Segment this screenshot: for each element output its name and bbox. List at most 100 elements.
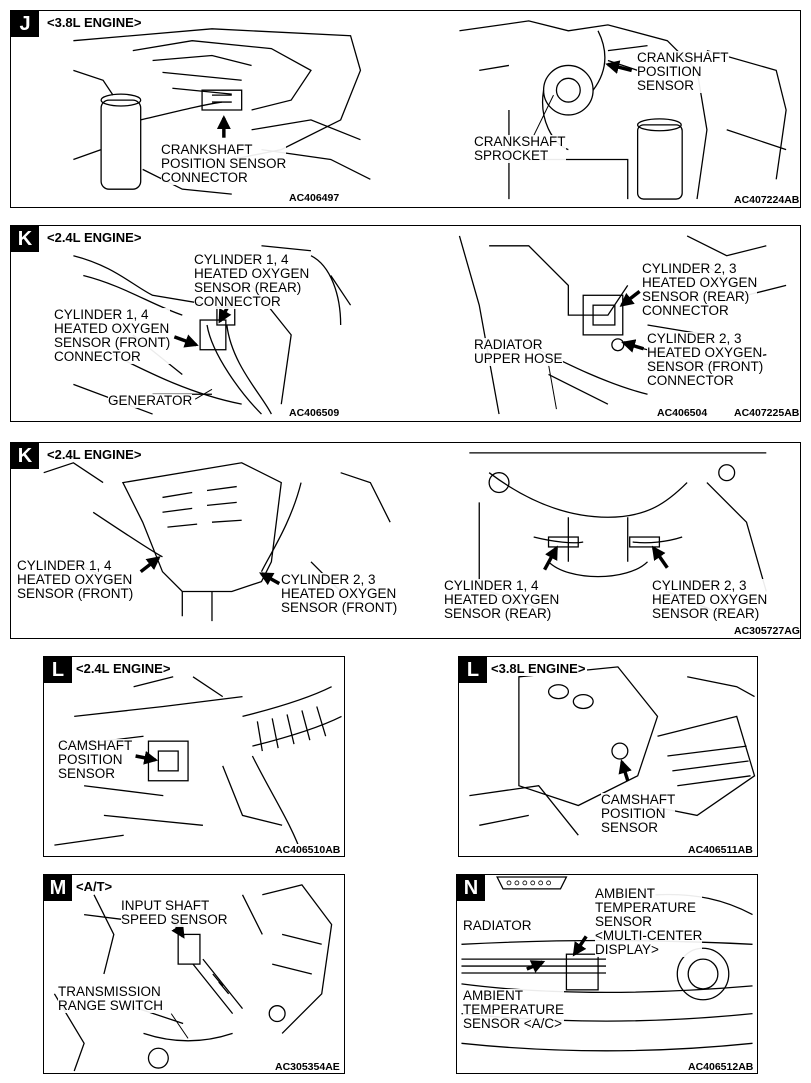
callout-line: HEATED OXYGEN <box>444 592 560 607</box>
engine-label: <3.8L ENGINE> <box>489 661 588 676</box>
engine-label: <3.8L ENGINE> <box>45 15 144 30</box>
panel-n-ambient-sensor: N AMBIENT TEMPERATURE SENSOR <MULTI-CENT… <box>456 874 758 1074</box>
engine-label: <2.4L ENGINE> <box>45 230 144 245</box>
panel-letter: M <box>44 875 72 901</box>
callout-line: POSITION <box>58 752 123 767</box>
panel-letter: N <box>457 875 485 901</box>
callout-line: RANGE SWITCH <box>58 998 164 1013</box>
callout-line: SENSOR (FRONT) <box>281 600 398 615</box>
callout-line: HEATED OXYGEN <box>54 321 170 336</box>
callout-cyl14-front-connector: CYLINDER 1, 4 HEATED OXYGEN SENSOR (FRON… <box>54 307 171 364</box>
callout-line: SENSOR (FRONT) <box>54 335 171 350</box>
callout-line: POSITION SENSOR <box>161 156 287 171</box>
callout-camshaft-sensor: CAMSHAFT POSITION SENSOR <box>601 792 676 835</box>
callout-line: POSITION <box>601 806 666 821</box>
engine-label: <A/T> <box>74 879 115 894</box>
callout-line: TEMPERATURE <box>595 900 697 915</box>
callout-camshaft-sensor: CAMSHAFT POSITION SENSOR <box>58 738 133 781</box>
callout-line: RADIATOR <box>474 337 543 352</box>
panel-k-oxygen-sensors: K <2.4L ENGINE> CYLINDER 1, 4 HEATED OXY… <box>10 442 801 639</box>
callout-cyl23-rear-connector: CYLINDER 2, 3 HEATED OXYGEN SENSOR (REAR… <box>642 261 758 318</box>
callout-line: HEATED OXYGEN <box>642 275 758 290</box>
callout-crankshaft-sensor-connector: CRANKSHAFT POSITION SENSOR CONNECTOR <box>161 142 287 185</box>
callout-line: AMBIENT <box>595 886 656 901</box>
callout-line: CYLINDER 2, 3 <box>652 578 747 593</box>
callout-line: CONNECTOR <box>642 303 729 318</box>
callout-line: SENSOR <A/C> <box>463 1016 563 1031</box>
callout-line: CYLINDER 1, 4 <box>17 558 112 573</box>
callout-transmission-range-switch: TRANSMISSION RANGE SWITCH <box>58 984 164 1013</box>
callout-line: SPROCKET <box>474 148 549 163</box>
panel-m-transmission: M <A/T> INPUT SHAFT SPEED SENSOR TRANSMI… <box>43 874 345 1074</box>
callout-line: CRANKSHAFT <box>161 142 253 157</box>
figure-code: AC406504 <box>656 407 709 419</box>
callout-line: CRANKSHAFT <box>637 50 729 65</box>
callout-line: CYLINDER 2, 3 <box>647 331 742 346</box>
callout-line: CYLINDER 1, 4 <box>444 578 539 593</box>
callout-line: HEATED OXYGEN <box>647 345 763 360</box>
figure-code: AC406512AB <box>687 1061 755 1073</box>
callout-line: CONNECTOR <box>161 170 248 185</box>
callout-line: CONNECTOR <box>647 373 734 388</box>
figure-code: AC406511AB <box>687 844 754 856</box>
figure-code: AC406509 <box>288 407 341 419</box>
callout-radiator-upper-hose: RADIATOR UPPER HOSE <box>474 338 563 366</box>
callout-line: CYLINDER 1, 4 <box>194 252 289 267</box>
panel-l-camshaft-3-8l: L <3.8L ENGINE> CAMSHAFT POSITION SENSOR… <box>458 656 758 857</box>
callout-line: CAMSHAFT <box>58 738 133 753</box>
engine-label: <2.4L ENGINE> <box>45 447 144 462</box>
callout-line: CYLINDER 1, 4 <box>54 307 149 322</box>
callout-line: GENERATOR <box>108 393 193 408</box>
callout-crankshaft-position-sensor: CRANKSHAFT POSITION SENSOR <box>637 51 729 93</box>
callout-line: HEATED OXYGEN <box>17 572 133 587</box>
callout-cyl14-front-sensor: CYLINDER 1, 4 HEATED OXYGEN SENSOR (FRON… <box>17 558 134 601</box>
callout-cyl14-rear-connector: CYLINDER 1, 4 HEATED OXYGEN SENSOR (REAR… <box>194 252 310 309</box>
engine-illustration <box>469 666 756 836</box>
callout-line: HEATED OXYGEN <box>281 586 397 601</box>
callout-line: CRANKSHAFT <box>474 134 566 149</box>
callout-cyl23-front-sensor: CYLINDER 2, 3 HEATED OXYGEN SENSOR (FRON… <box>281 572 398 615</box>
panel-k-oxygen-sensor-connectors: K <2.4L ENGINE> CYLINDER 1, 4 HEATED OXY… <box>10 225 801 422</box>
callout-line: POSITION <box>637 64 702 79</box>
callout-line: RADIATOR <box>463 918 532 933</box>
exhaust-illustration <box>43 452 767 622</box>
callout-line: SENSOR <box>58 766 116 781</box>
callout-line: <MULTI-CENTER <box>595 928 703 943</box>
panel-letter: K <box>11 226 39 252</box>
callout-line: SENSOR (REAR) <box>194 280 302 295</box>
panel-letter: K <box>11 443 39 469</box>
callout-input-shaft-speed-sensor: INPUT SHAFT SPEED SENSOR <box>121 899 228 927</box>
panel-letter: L <box>459 657 487 683</box>
figure-code: AC305727AG <box>733 625 800 637</box>
callout-line: SENSOR (REAR) <box>652 606 760 621</box>
engine-illustration <box>73 20 787 200</box>
callout-ambient-sensor-mcd: AMBIENT TEMPERATURE SENSOR <MULTI-CENTER… <box>595 886 703 957</box>
callout-line: SENSOR (REAR) <box>642 289 750 304</box>
callout-line: CAMSHAFT <box>601 792 676 807</box>
callout-line: CONNECTOR <box>194 294 281 309</box>
callout-line: CYLINDER 2, 3 <box>642 261 737 276</box>
callout-line: SENSOR (REAR) <box>444 606 552 621</box>
callout-cyl23-front-connector: CYLINDER 2, 3 HEATED OXYGEN SENSOR (FRON… <box>647 331 764 388</box>
figure-code: AC407224AB <box>733 194 800 206</box>
callout-line: SPEED SENSOR <box>121 912 228 927</box>
callout-ambient-sensor-ac: AMBIENT TEMPERATURE SENSOR <A/C> <box>463 989 565 1031</box>
callout-line: CYLINDER 2, 3 <box>281 572 376 587</box>
callout-radiator: RADIATOR <box>463 919 532 933</box>
callout-line: INPUT SHAFT <box>121 898 210 913</box>
panel-letter: J <box>11 11 39 37</box>
bumper-illustration <box>461 876 753 1052</box>
figure-code: AC407225AB <box>733 407 800 419</box>
callout-crankshaft-sprocket: CRANKSHAFT SPROCKET <box>474 135 566 163</box>
callout-line: CONNECTOR <box>54 349 141 364</box>
panel-j-crankshaft-sensor: J <3.8L ENGINE> CRANKSHAFT POSITION SENS… <box>10 10 801 208</box>
callout-cyl14-rear-sensor: CYLINDER 1, 4 HEATED OXYGEN SENSOR (REAR… <box>444 578 560 621</box>
callout-line: SENSOR <box>601 820 659 835</box>
callout-generator: GENERATOR <box>108 393 193 408</box>
callout-line: UPPER HOSE <box>474 351 563 366</box>
callout-line: DISPLAY> <box>595 942 659 957</box>
figure-code: AC305354AE <box>274 1061 341 1073</box>
callout-line: SENSOR (FRONT) <box>17 586 134 601</box>
callout-line: SENSOR <box>637 78 695 93</box>
callout-line: TRANSMISSION <box>58 984 161 999</box>
